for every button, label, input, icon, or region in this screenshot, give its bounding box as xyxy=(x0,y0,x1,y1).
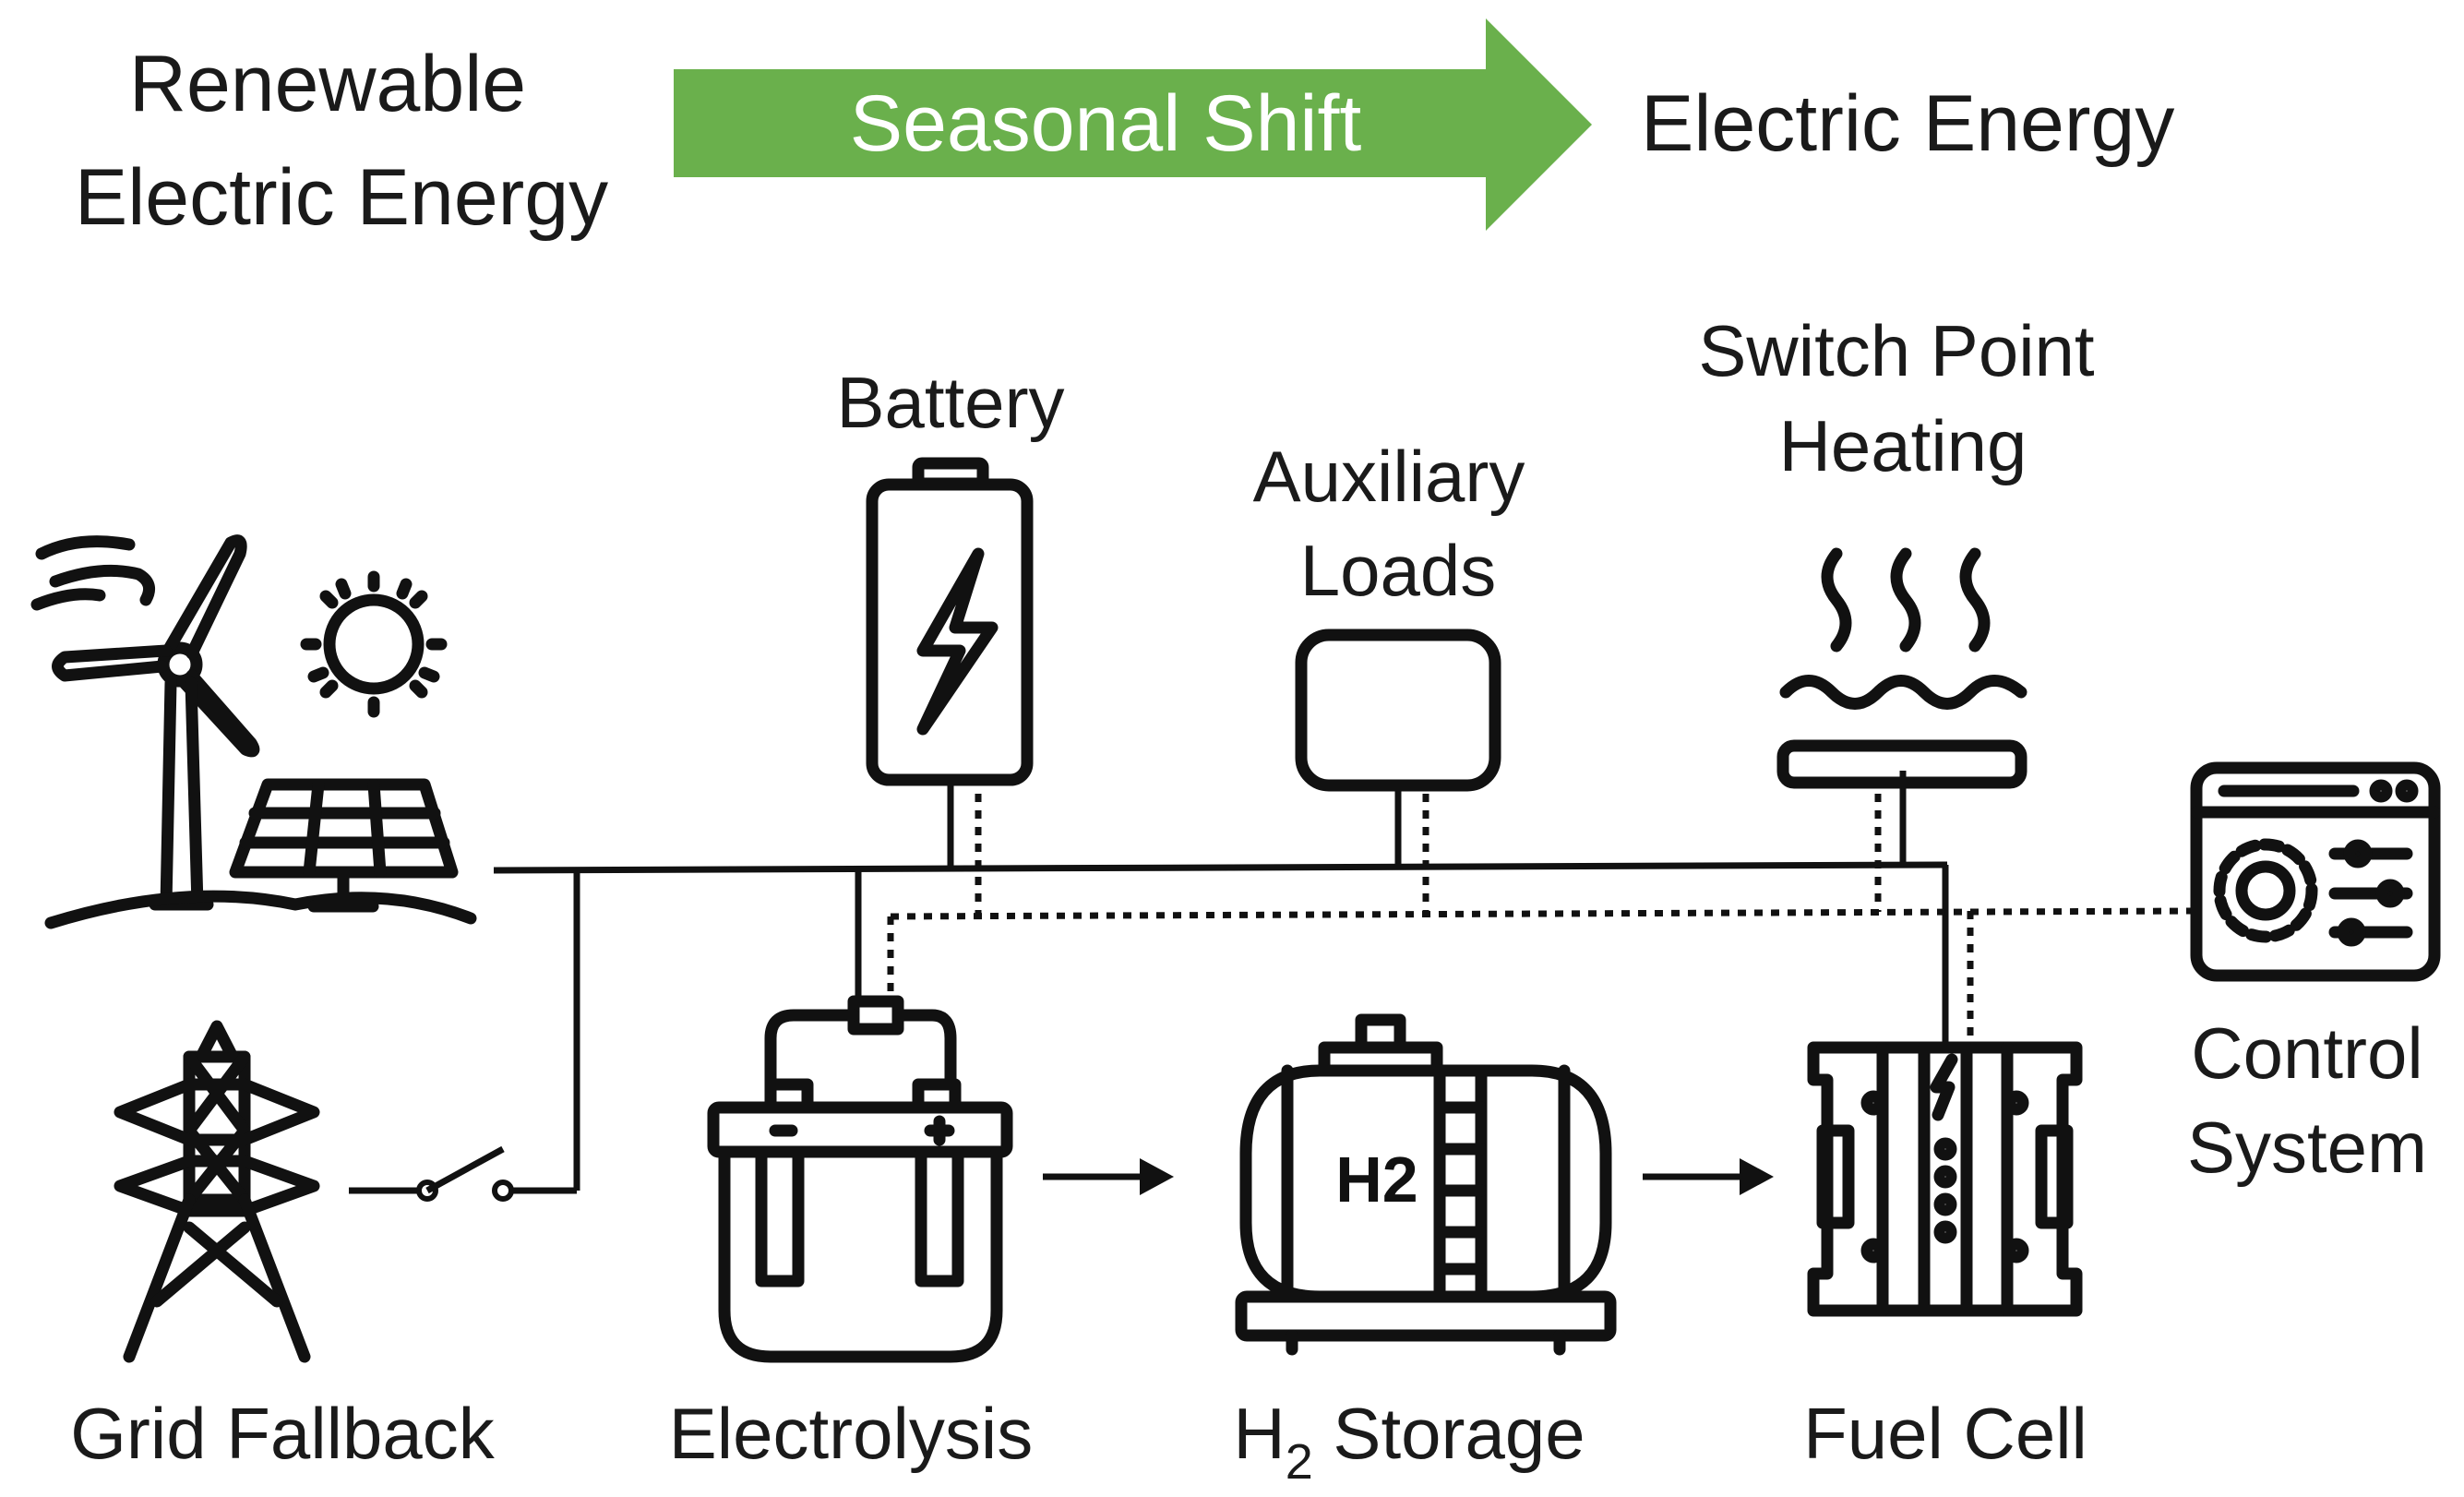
heating-icon xyxy=(1776,547,2027,789)
fuel-cell-icon xyxy=(1807,1041,2083,1317)
sun-icon xyxy=(300,570,448,718)
load-box-icon xyxy=(1295,629,1501,792)
heating-label-line1: Switch Point xyxy=(1698,310,2095,391)
target-label: Electric Energy xyxy=(1641,79,2174,168)
grid-fallback-label: Grid Fallback xyxy=(70,1393,495,1474)
fuel-cell-label: Fuel Cell xyxy=(1803,1393,2087,1474)
auxiliary-loads-label-line1: Auxiliary xyxy=(1253,436,1525,517)
auxiliary-loads-label-line2: Loads xyxy=(1300,530,1497,611)
control-panel-icon xyxy=(2190,761,2441,982)
control-system-label-line2: System xyxy=(2187,1107,2427,1188)
ground-hills xyxy=(44,890,477,929)
electrolyzer-icon xyxy=(707,995,1013,1363)
header: Renewable Electric Energy Seasonal Shift… xyxy=(75,18,2174,242)
control-system-label-line1: Control xyxy=(2191,1012,2422,1094)
flow-arrow-electrolysis-to-storage xyxy=(1043,1158,1174,1195)
pylon-icon xyxy=(114,1020,320,1363)
heating-label-line2: Heating xyxy=(1779,405,2027,486)
source-label-line2: Electric Energy xyxy=(75,153,608,242)
solar-panel-icon xyxy=(229,778,459,913)
h2-storage-label: H2 Storage xyxy=(1233,1393,1585,1490)
battery-icon xyxy=(866,457,1034,786)
arrow-label: Seasonal Shift xyxy=(850,79,1362,168)
battery-label: Battery xyxy=(836,362,1064,443)
switch-icon xyxy=(349,1145,577,1202)
hydrogen-tank-icon xyxy=(1235,1013,1617,1356)
tank-marking: H2 xyxy=(1335,1144,1417,1216)
flow-arrow-storage-to-fuelcell xyxy=(1643,1158,1774,1195)
seasonal-shift-arrow xyxy=(674,18,1592,231)
electrolysis-label: Electrolysis xyxy=(669,1393,1033,1474)
source-label-line1: Renewable xyxy=(129,40,526,128)
wind-turbine-icon xyxy=(30,534,260,911)
control-signal-lines xyxy=(887,794,2195,1048)
